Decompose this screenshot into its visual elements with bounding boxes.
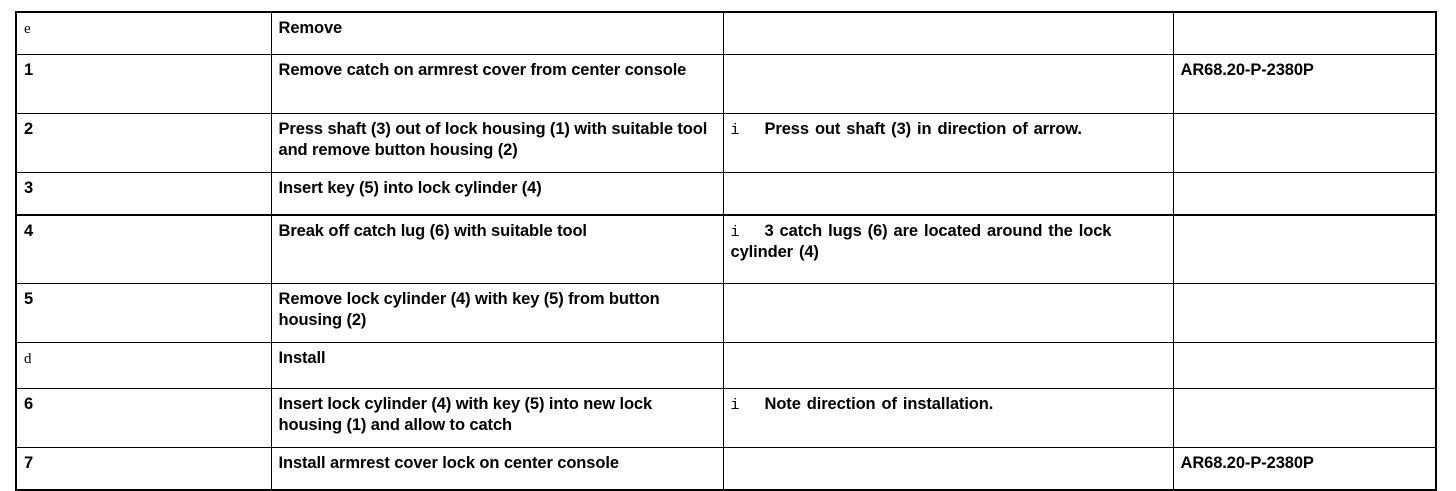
table-row: 6 Insert lock cylinder (4) with key (5) … xyxy=(15,388,1437,448)
description-cell: Remove catch on armrest cover from cente… xyxy=(270,54,724,114)
note-text: 3 catch lugs (6) are located around the … xyxy=(730,222,1112,262)
table-row: 3 Insert key (5) into lock cylinder (4) xyxy=(15,172,1437,216)
info-icon: i xyxy=(730,224,740,241)
step-cell: d xyxy=(15,342,272,389)
step-cell: 3 xyxy=(15,172,272,216)
note-cell xyxy=(722,342,1174,389)
description-cell: Break off catch lug (6) with suitable to… xyxy=(270,214,724,284)
reference-cell xyxy=(1172,388,1437,448)
step-cell: 2 xyxy=(15,113,272,173)
reference-cell: AR68.20-P-2380P xyxy=(1172,447,1437,491)
reference-cell xyxy=(1172,214,1437,284)
note-cell: i Note direction of installation. xyxy=(722,388,1174,448)
remove-symbol-icon: e xyxy=(24,21,31,37)
info-icon: i xyxy=(730,397,740,414)
table-row: 4 Break off catch lug (6) with suitable … xyxy=(15,214,1437,284)
step-cell: 1 xyxy=(15,54,272,114)
reference-cell xyxy=(1172,342,1437,389)
step-cell: e xyxy=(15,11,272,55)
note-cell xyxy=(722,283,1174,343)
description-cell: Remove xyxy=(270,11,724,55)
table-row: d Install xyxy=(15,342,1437,389)
note-cell xyxy=(722,54,1174,114)
description-cell: Press shaft (3) out of lock housing (1) … xyxy=(270,113,724,173)
description-cell: Insert lock cylinder (4) with key (5) in… xyxy=(270,388,724,448)
reference-cell xyxy=(1172,113,1437,173)
description-cell: Insert key (5) into lock cylinder (4) xyxy=(270,172,724,216)
description-cell: Install xyxy=(270,342,724,389)
table-row: 7 Install armrest cover lock on center c… xyxy=(15,447,1437,491)
step-cell: 6 xyxy=(15,388,272,448)
table-row: 2 Press shaft (3) out of lock housing (1… xyxy=(15,113,1437,173)
note-cell xyxy=(722,11,1174,55)
step-cell: 7 xyxy=(15,447,272,491)
procedure-table: e Remove 1 Remove catch on armrest cover… xyxy=(15,11,1437,491)
reference-cell xyxy=(1172,283,1437,343)
table-row: e Remove xyxy=(15,11,1437,55)
note-text: Press out shaft (3) in direction of arro… xyxy=(764,120,1083,138)
table-row: 5 Remove lock cylinder (4) with key (5) … xyxy=(15,283,1437,343)
document-page: e Remove 1 Remove catch on armrest cover… xyxy=(15,11,1437,491)
description-cell: Install armrest cover lock on center con… xyxy=(270,447,724,491)
reference-cell: AR68.20-P-2380P xyxy=(1172,54,1437,114)
install-symbol-icon: d xyxy=(24,351,32,367)
reference-cell xyxy=(1172,172,1437,216)
step-cell: 4 xyxy=(15,214,272,284)
reference-cell xyxy=(1172,11,1437,55)
note-text: Note direction of installation. xyxy=(764,395,994,413)
table-row: 1 Remove catch on armrest cover from cen… xyxy=(15,54,1437,114)
note-cell xyxy=(722,172,1174,216)
procedure-table-body: e Remove 1 Remove catch on armrest cover… xyxy=(15,11,1437,491)
note-cell xyxy=(722,447,1174,491)
step-cell: 5 xyxy=(15,283,272,343)
info-icon: i xyxy=(730,122,740,139)
note-cell: i Press out shaft (3) in direction of arr… xyxy=(722,113,1174,173)
description-cell: Remove lock cylinder (4) with key (5) fr… xyxy=(270,283,724,343)
